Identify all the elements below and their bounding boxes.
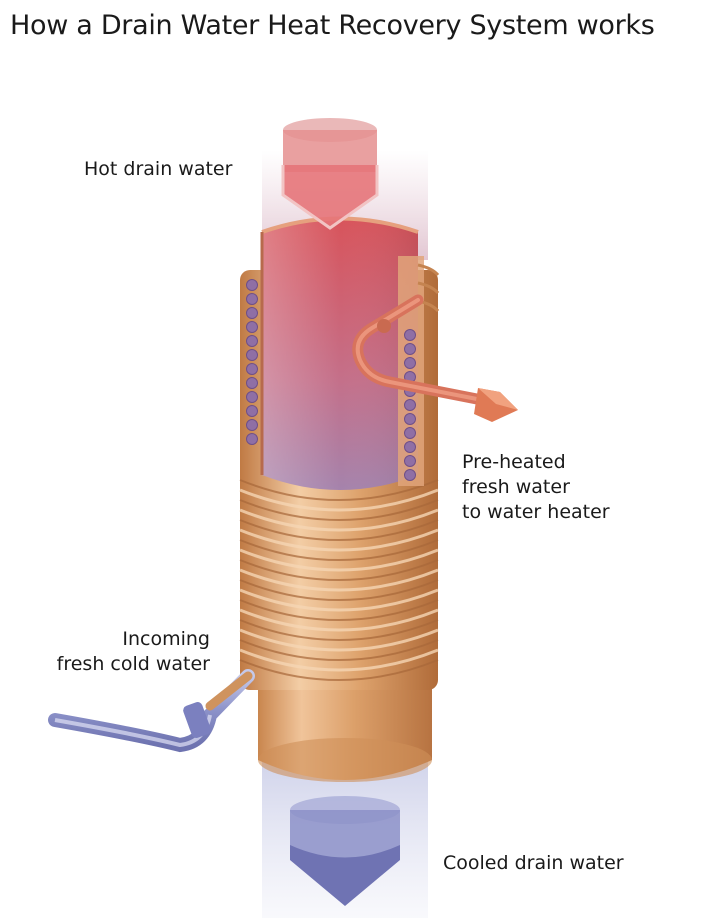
page-title: How a Drain Water Heat Recovery System w… [10, 10, 655, 41]
preheated-arrow [474, 388, 518, 422]
label-preheated-line-3: to water heater [462, 501, 610, 523]
label-cooled-drain-water: Cooled drain water [443, 852, 624, 874]
label-incoming-line-1: Incoming [122, 628, 210, 650]
coil-sections-left [246, 279, 258, 445]
hot-water-arrow [281, 118, 379, 230]
label-preheated-line-2: fresh water [462, 476, 570, 498]
label-preheated-line-1: Pre-heated [462, 451, 566, 473]
pipe-coupler [183, 702, 211, 738]
label-preheated-water: Pre-heated fresh water to water heater [462, 450, 610, 525]
cooled-water-arrow [290, 796, 400, 906]
coil-sections-right [404, 329, 416, 481]
coil-highlights [239, 488, 439, 672]
label-incoming-water: Incoming fresh cold water [57, 627, 210, 677]
label-hot-drain-water: Hot drain water [84, 158, 233, 180]
incoming-cold-tube [48, 669, 255, 753]
coil-rings [239, 479, 439, 681]
label-incoming-line-2: fresh cold water [56, 653, 210, 675]
